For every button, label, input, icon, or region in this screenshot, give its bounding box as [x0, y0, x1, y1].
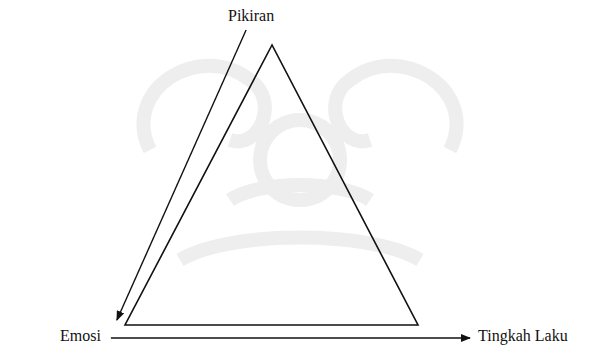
arrow-connector: [117, 30, 246, 320]
label-text: Emosi: [60, 327, 101, 344]
vertex-label: Pikiran: [226, 6, 276, 26]
triangle-outline: [125, 45, 418, 325]
vertex-label: Emosi: [58, 326, 103, 346]
vertex-label: Tingkah Laku: [476, 326, 570, 346]
watermark: [143, 66, 456, 260]
arrow-connector: [111, 337, 470, 338]
label-text: Pikiran: [228, 7, 274, 24]
label-text: Tingkah Laku: [478, 327, 568, 344]
